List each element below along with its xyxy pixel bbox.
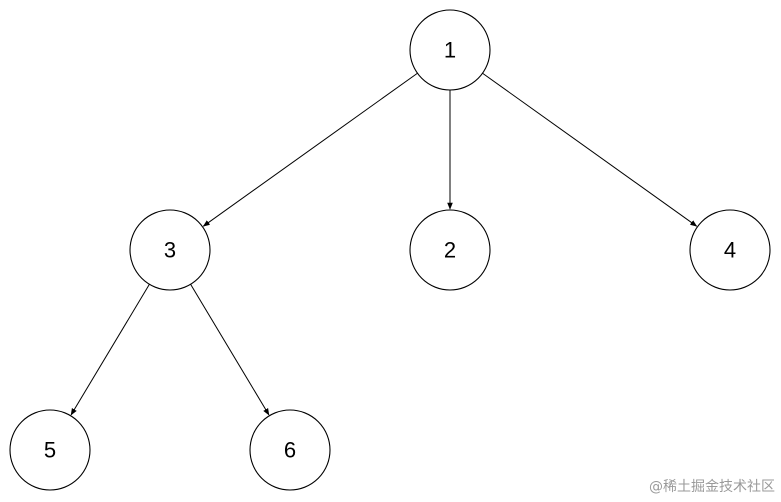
node-label: 6	[284, 438, 296, 463]
tree-node-3: 3	[129, 209, 211, 291]
node-label: 5	[44, 438, 56, 463]
node-label: 2	[444, 238, 456, 263]
tree-node-1: 1	[409, 9, 491, 91]
tree-node-2: 2	[409, 209, 491, 291]
nodes-layer: 1 3 2 4 5 6	[9, 9, 771, 491]
tree-node-5: 5	[9, 409, 91, 491]
edges-layer	[70, 72, 698, 416]
edge-n3-n6	[190, 284, 270, 416]
node-circle	[409, 209, 491, 291]
node-label: 4	[724, 238, 736, 263]
tree-node-6: 6	[249, 409, 331, 491]
edge-n1-n3	[202, 72, 418, 227]
node-circle	[129, 209, 211, 291]
node-circle	[689, 209, 771, 291]
tree-node-4: 4	[689, 209, 771, 291]
node-label: 3	[164, 238, 176, 263]
edge-n1-n4	[482, 72, 698, 227]
node-circle	[249, 409, 331, 491]
node-label: 1	[444, 38, 456, 63]
watermark: @稀土掘金技术社区	[649, 479, 775, 495]
edge-n3-n5	[70, 284, 150, 416]
node-circle	[9, 409, 91, 491]
node-circle	[409, 9, 491, 91]
